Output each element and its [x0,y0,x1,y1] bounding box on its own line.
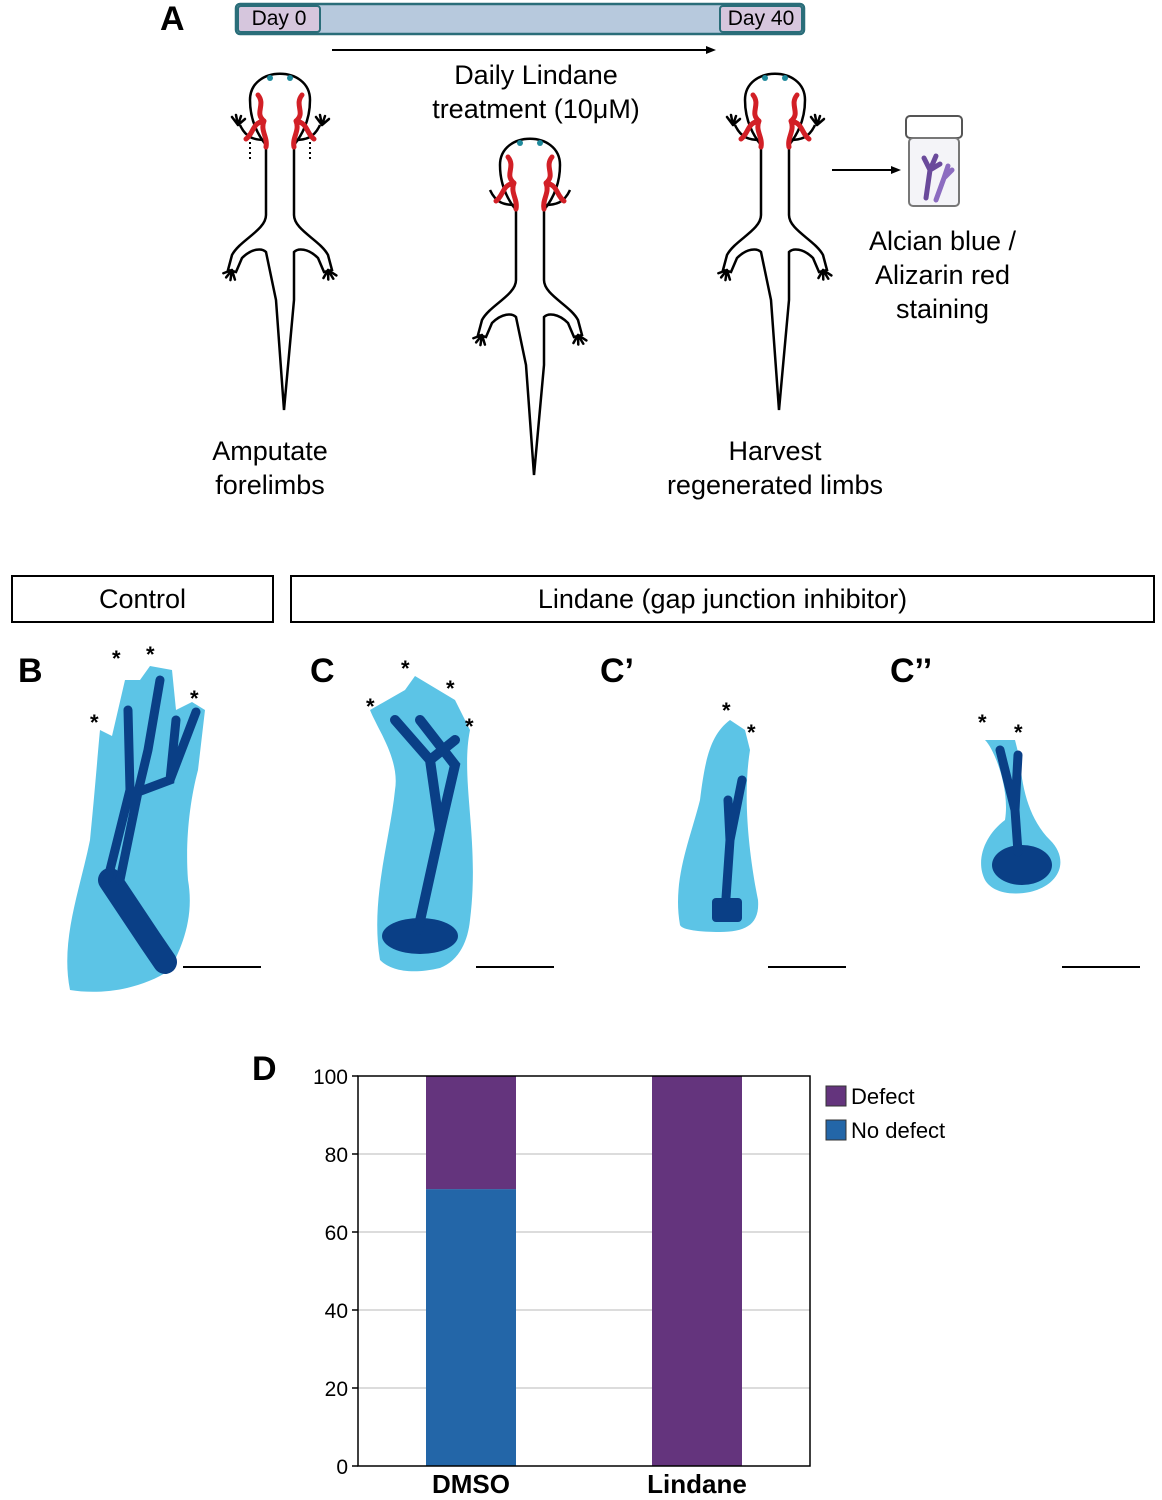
lindane-group-box: Lindane (gap junction inhibitor) [290,575,1155,623]
y-tick-label: 80 [325,1144,348,1167]
panel-b-letter: B [18,652,43,690]
panel-a-schematic [220,2,963,476]
lindane-group-label: Lindane (gap junction inhibitor) [537,583,908,614]
legend-label-no-defect: No defect [851,1118,945,1143]
limb-images [67,666,1061,992]
panel-c2-letter: C’’ [890,652,933,690]
legend-swatch-no-defect [825,1119,847,1141]
x-tick-label: DMSO [432,1469,510,1499]
asterisk: * [112,646,121,671]
asterisk: * [1014,720,1023,745]
plot-frame [357,1075,811,1467]
scale-bar [768,966,846,968]
asterisk: * [747,720,756,745]
specimen-jar-icon [905,115,963,207]
y-tick-label: 20 [325,1378,348,1401]
asterisk: * [722,698,731,723]
timeline-start-label: Day 0 [251,7,307,30]
plot-area [358,1076,810,1466]
y-tick-label: 40 [325,1300,348,1323]
y-tick-label: 60 [325,1222,348,1245]
limb-c-image [370,676,473,972]
limb-b-image [67,666,206,992]
staining-label: Alcian blue / Alizarin red staining [868,226,1017,324]
amputate-label: Amputate forelimbs [212,436,328,500]
scale-bar [1062,966,1140,968]
bar-dmso-defect [426,1076,516,1190]
y-tick-label: 100 [313,1066,348,1089]
salamander-left [220,72,339,411]
salamander-center [470,137,589,476]
asterisk: * [446,676,455,701]
legend-swatch-defect [825,1085,847,1107]
panel-c-letter: C [310,652,335,690]
control-group-label: Control [98,583,187,614]
asterisk: * [190,686,199,711]
asterisk: * [146,642,155,667]
timeline-bar [234,2,806,36]
scale-bar [183,966,261,968]
timeline-end-label: Day 40 [727,7,795,30]
control-group-box: Control [11,575,274,623]
asterisk: * [465,714,474,739]
asterisk: * [90,710,99,735]
legend-label-defect: Defect [851,1084,915,1109]
harvest-label: Harvest regenerated limbs [666,436,884,500]
panel-c1-letter: C’ [600,652,634,690]
y-tick-label: 0 [336,1456,348,1479]
x-tick-label: Lindane [647,1469,747,1499]
asterisk: * [366,694,375,719]
bar-dmso-no-defect [426,1189,516,1466]
scale-bar [476,966,554,968]
salamander-right [715,72,834,411]
asterisk: * [978,710,987,735]
limb-c1-image [678,720,759,932]
bar-lindane-defect [652,1076,742,1466]
panel-d-letter: D [252,1050,277,1088]
limb-c2-image [981,740,1061,894]
asterisk: * [401,656,410,681]
panel-a-letter: A [160,0,185,38]
treatment-label: Daily Lindane treatment (10μM) [432,60,640,124]
